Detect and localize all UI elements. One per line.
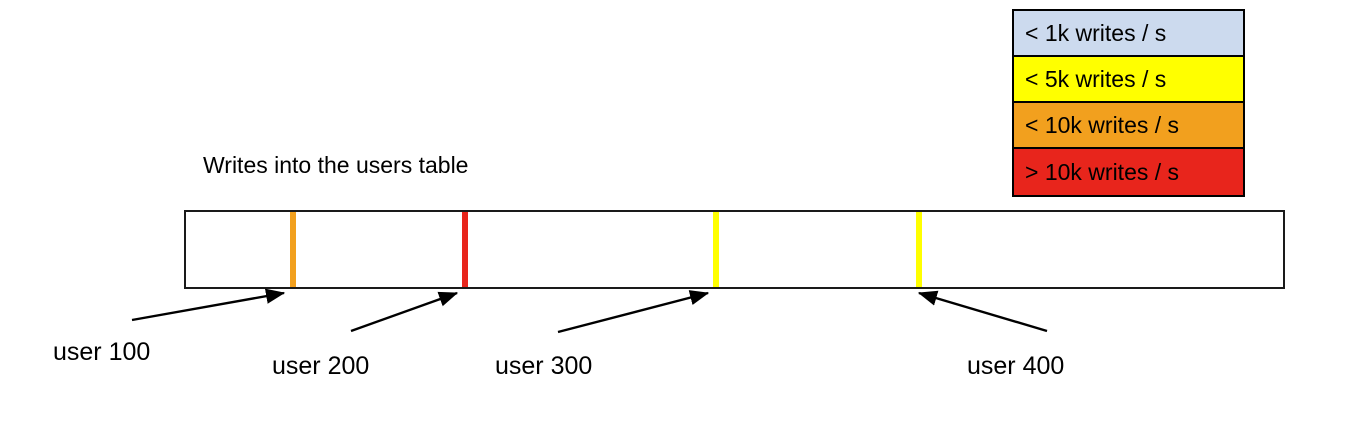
arrow-user-400 bbox=[917, 290, 1048, 333]
legend: < 1k writes / s < 5k writes / s < 10k wr… bbox=[1012, 9, 1245, 197]
bar-marker-user-400 bbox=[916, 212, 922, 287]
arrow-user-300 bbox=[557, 290, 710, 334]
chart-title: Writes into the users table bbox=[203, 152, 469, 178]
legend-label-lt-5k: < 5k writes / s bbox=[1025, 65, 1167, 92]
label-user-400: user 400 bbox=[967, 352, 1065, 380]
bar-marker-user-200 bbox=[462, 212, 468, 287]
legend-label-lt-10k: < 10k writes / s bbox=[1025, 111, 1180, 138]
legend-row-lt-5k: < 5k writes / s bbox=[1014, 57, 1243, 103]
label-user-300: user 300 bbox=[495, 352, 593, 380]
bar-marker-user-300 bbox=[713, 212, 719, 287]
legend-row-lt-1k: < 1k writes / s bbox=[1014, 11, 1243, 57]
users-table-band bbox=[184, 210, 1285, 289]
arrow-user-200 bbox=[350, 291, 459, 333]
label-user-200: user 200 bbox=[272, 352, 370, 380]
label-user-100: user 100 bbox=[53, 338, 151, 366]
legend-label-lt-1k: < 1k writes / s bbox=[1025, 19, 1167, 46]
legend-label-gt-10k: > 10k writes / s bbox=[1025, 158, 1180, 185]
arrow-user-100 bbox=[131, 288, 286, 322]
legend-row-gt-10k: > 10k writes / s bbox=[1014, 149, 1243, 195]
bar-marker-user-100 bbox=[290, 212, 296, 287]
legend-row-lt-10k: < 10k writes / s bbox=[1014, 103, 1243, 149]
